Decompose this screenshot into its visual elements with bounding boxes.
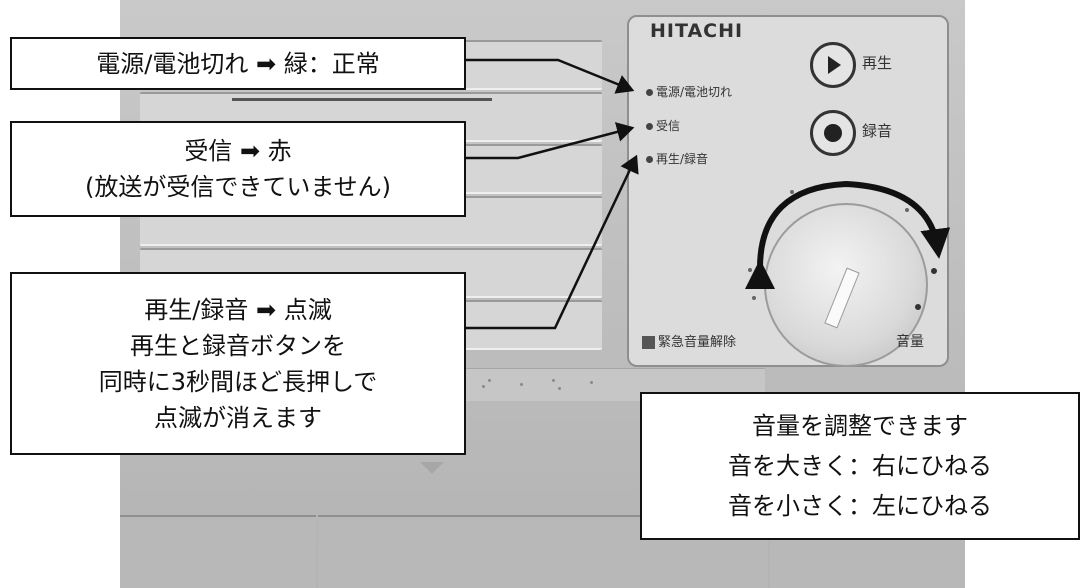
callout-line: 音を小さく：左にひねる [728,492,992,520]
callout-playrec: 再生/録音 ➡ 点滅 再生と録音ボタンを 同時に3秒間ほど長押しで 点滅が消えま… [10,272,466,455]
indicator-playrec: 再生/録音 [646,150,708,167]
callout-line: 音量を調整できます [752,412,968,440]
grille-line [232,98,492,101]
knob-scale-dot [915,304,921,310]
knob-scale-dot [790,190,794,194]
indicator-label: 受信 [656,119,681,133]
record-button[interactable] [810,110,856,156]
callout-line: 点滅が消えます [154,403,322,432]
record-button-label: 録音 [862,122,893,140]
leader-playrec [466,154,639,330]
callout-power: 電源/電池切れ ➡ 緑：正常 [10,37,466,90]
volume-label: 音量 [896,334,924,350]
leader-receive [466,122,635,160]
receive-led-icon [646,123,653,130]
indicator-label: 電源/電池切れ [656,85,733,99]
bottom-cover [120,515,316,588]
play-button-label: 再生 [862,54,893,72]
callout-line: 再生/録音 ➡ 点滅 [144,295,332,324]
callout-line: (放送が受信できていません) [84,173,391,201]
emergency-marker-icon [642,336,655,349]
playrec-led-icon [646,156,653,163]
callout-line: 再生と録音ボタンを [130,331,346,360]
indicator-receive: 受信 [646,117,680,134]
indicator-label: 再生/録音 [656,152,709,166]
callout-line: 音を大きく：右にひねる [728,452,992,480]
indicator-power: 電源/電池切れ [646,83,732,100]
callout-line: 同時に3秒間ほど長押しで [98,367,378,396]
record-dot-icon [824,124,842,142]
callout-receive: 受信 ➡ 赤 (放送が受信できていません) [10,121,466,217]
curved-double-arrow-icon [744,180,951,290]
play-triangle-icon [828,56,841,74]
knob-scale-dot [905,208,909,212]
power-led-icon [646,89,653,96]
knob-scale-dot [752,296,756,300]
callout-line: 受信 ➡ 赤 [184,137,292,165]
emergency-label: 緊急音量解除 [658,335,737,350]
play-button[interactable] [810,42,856,88]
callout-volume: 音量を調整できます 音を大きく：右にひねる 音を小さく：左にひねる [640,392,1080,540]
triangle-mark-icon [420,462,444,474]
callout-line: 電源/電池切れ ➡ 緑：正常 [96,49,380,78]
brand-logo: HITACHI [650,20,744,42]
emergency-volume-release: 緊急音量解除 [642,331,736,350]
leader-power [466,58,635,94]
